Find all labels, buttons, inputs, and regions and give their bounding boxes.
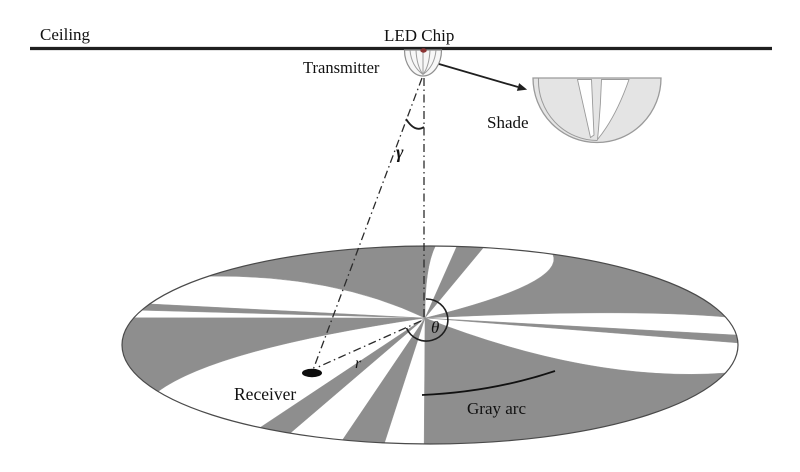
label-ceiling: Ceiling xyxy=(40,25,91,44)
shade-illustration xyxy=(532,77,662,144)
label-gray-arc: Gray arc xyxy=(467,399,526,418)
gray-arc-curve xyxy=(421,370,556,396)
label-receiver: Receiver xyxy=(234,384,296,404)
led-to-receiver-ray xyxy=(312,77,423,371)
floor-ellipse-pattern xyxy=(121,245,739,445)
gamma-angle-arc xyxy=(405,118,425,130)
receiver-dot xyxy=(302,368,322,378)
shade-pointer-arrow xyxy=(438,63,528,91)
label-theta-angle: θ xyxy=(431,318,439,337)
label-gamma-angle: γ xyxy=(396,142,404,162)
theta-angle-circle xyxy=(405,298,449,342)
angle-marks xyxy=(405,118,556,396)
r-ray xyxy=(315,320,422,369)
label-transmitter: Transmitter xyxy=(303,58,380,77)
label-shade: Shade xyxy=(487,113,529,132)
label-led-chip: LED Chip xyxy=(384,26,454,45)
label-r-distance: r xyxy=(355,355,362,372)
dash-dot-rays xyxy=(312,77,425,371)
led-chip-dome xyxy=(403,48,443,77)
